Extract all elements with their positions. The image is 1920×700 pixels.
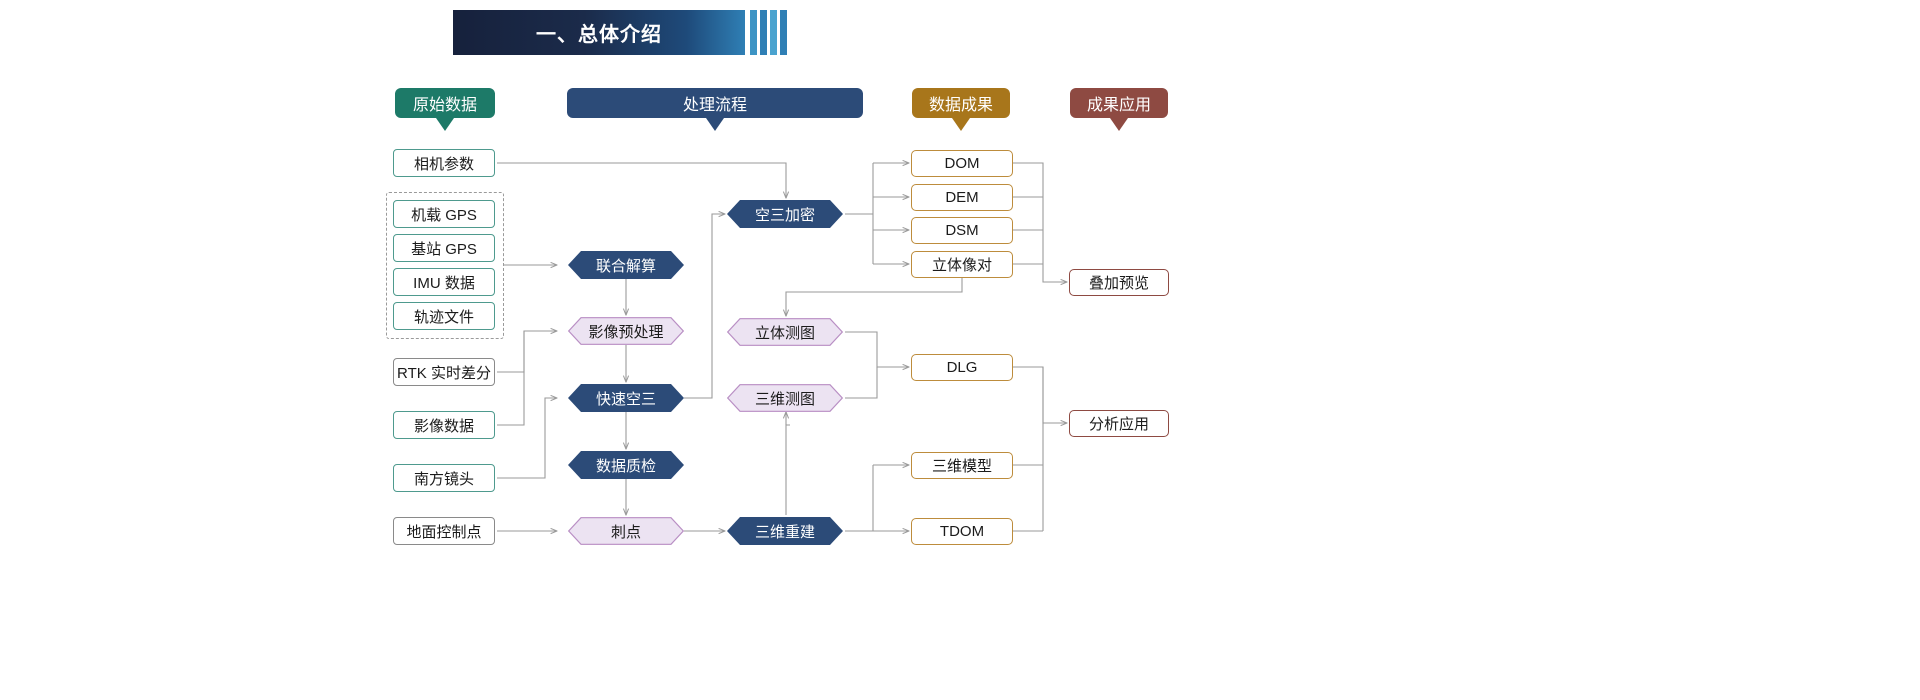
process-node-3d-map[interactable]: 三维测图 [727, 384, 843, 412]
column-header-process: 处理流程 [567, 88, 863, 131]
banner-stripe-1 [750, 10, 757, 55]
result-node-model-3d[interactable]: 三维模型 [911, 452, 1013, 479]
source-node-base-gps[interactable]: 基站 GPS [393, 234, 495, 262]
process-node-data-qc[interactable]: 数据质检 [568, 451, 684, 479]
node-label: DOM [944, 155, 980, 172]
section-banner: 一、总体介绍 [453, 10, 745, 55]
node-label: 地面控制点 [406, 523, 482, 541]
node-outline [568, 517, 684, 545]
process-node-stereo-map[interactable]: 立体测图 [727, 318, 843, 346]
node-label: DEM [945, 189, 979, 206]
process-node-img-preproc[interactable]: 影像预处理 [568, 317, 684, 345]
node-label: DLG [946, 359, 978, 376]
node-label: 轨迹文件 [413, 308, 474, 326]
process-node-prick-point[interactable]: 刺点 [568, 517, 684, 545]
node-outline [727, 318, 843, 346]
node-label: 快速空三 [595, 390, 656, 408]
node-label: 立体像对 [931, 257, 992, 274]
result-node-dsm[interactable]: DSM [911, 217, 1013, 244]
column-header-result: 数据成果 [912, 88, 1010, 131]
node-label: 南方镜头 [413, 470, 474, 488]
column-header-label: 处理流程 [682, 97, 747, 114]
node-label: RTK 实时差分 [397, 364, 491, 382]
process-node-joint-solve[interactable]: 联合解算 [568, 251, 684, 279]
column-header-pointer [1110, 118, 1128, 131]
column-header-pointer [436, 118, 454, 131]
column-header-label: 数据成果 [928, 97, 993, 114]
source-node-air-gps[interactable]: 机载 GPS [393, 200, 495, 228]
node-label: IMU 数据 [413, 274, 475, 292]
node-label: 刺点 [610, 523, 641, 541]
result-node-dlg[interactable]: DLG [911, 354, 1013, 381]
node-outline [727, 384, 843, 412]
node-label: 联合解算 [595, 257, 656, 275]
node-label: TDOM [939, 523, 985, 540]
column-header-apply: 成果应用 [1070, 88, 1168, 131]
node-label: 分析应用 [1088, 416, 1149, 433]
navigation-data-group [386, 192, 504, 339]
node-label: 数据质检 [595, 457, 656, 475]
application-node-overlay-preview[interactable]: 叠加预览 [1069, 269, 1169, 296]
source-node-imu[interactable]: IMU 数据 [393, 268, 495, 296]
node-label: 影像数据 [413, 417, 474, 435]
process-node-quick-at[interactable]: 快速空三 [568, 384, 684, 412]
banner-stripe-2 [760, 10, 767, 55]
node-label: 三维模型 [931, 458, 992, 475]
column-header-raw: 原始数据 [395, 88, 495, 131]
result-node-dom[interactable]: DOM [911, 150, 1013, 177]
column-header-pointer [952, 118, 970, 131]
column-header-label: 原始数据 [412, 97, 477, 114]
node-label: DSM [945, 222, 979, 239]
node-label: 相机参数 [413, 155, 474, 173]
result-node-tdom[interactable]: TDOM [911, 518, 1013, 545]
node-label: 空三加密 [754, 206, 815, 224]
banner-stripe-4 [780, 10, 787, 55]
node-label: 影像预处理 [588, 323, 664, 341]
result-node-dem[interactable]: DEM [911, 184, 1013, 211]
node-label: 叠加预览 [1088, 275, 1149, 292]
process-node-3d-recon[interactable]: 三维重建 [727, 517, 843, 545]
banner-stripe-3 [770, 10, 777, 55]
result-node-stereo-pair[interactable]: 立体像对 [911, 251, 1013, 278]
node-label: 三维测图 [754, 390, 815, 408]
source-node-track[interactable]: 轨迹文件 [393, 302, 495, 330]
node-label: 三维重建 [754, 523, 815, 541]
node-label: 基站 GPS [411, 240, 477, 258]
application-node-analysis-app[interactable]: 分析应用 [1069, 410, 1169, 437]
source-node-camera[interactable]: 相机参数 [393, 149, 495, 177]
node-outline [568, 317, 684, 345]
source-node-image[interactable]: 影像数据 [393, 411, 495, 439]
node-label: 立体测图 [754, 324, 815, 342]
source-node-rtk[interactable]: RTK 实时差分 [393, 358, 495, 386]
source-node-gcp[interactable]: 地面控制点 [393, 517, 495, 545]
source-node-lens[interactable]: 南方镜头 [393, 464, 495, 492]
column-header-label: 成果应用 [1086, 97, 1151, 114]
column-header-pointer [706, 118, 724, 131]
process-node-aerotri[interactable]: 空三加密 [727, 200, 843, 228]
page-title: 一、总体介绍 [536, 24, 662, 46]
node-label: 机载 GPS [411, 206, 477, 224]
